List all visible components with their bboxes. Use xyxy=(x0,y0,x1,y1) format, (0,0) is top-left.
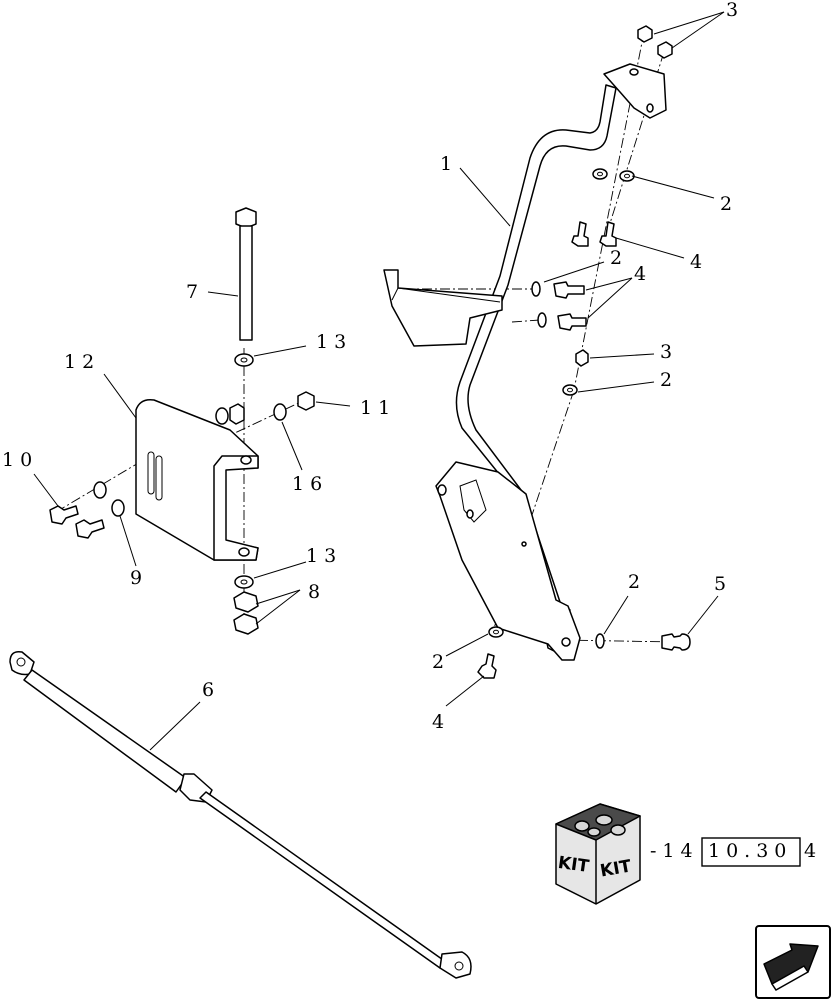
nut-icon xyxy=(233,591,259,613)
kit-ref-prefix: -14 xyxy=(650,840,699,862)
bolt-icon xyxy=(599,221,617,247)
washer-icon xyxy=(595,633,605,649)
nut-icon xyxy=(297,391,315,411)
callout-16: 16 xyxy=(292,473,328,495)
washer-icon xyxy=(562,384,578,396)
bolt-icon xyxy=(49,505,79,525)
bolt-icon xyxy=(477,653,497,679)
callout-4-lower: 4 xyxy=(432,711,450,733)
support-arm-part-1 xyxy=(383,63,667,661)
callout-1: 1 xyxy=(440,153,458,175)
washer-icon xyxy=(537,312,547,328)
nut-icon xyxy=(229,403,245,425)
bolt-icon xyxy=(553,281,585,299)
callout-2-lower-left: 2 xyxy=(432,651,450,673)
callout-10: 10 xyxy=(2,449,38,471)
washer-icon xyxy=(234,353,254,367)
callout-2-left: 2 xyxy=(610,247,628,269)
callout-11: 11 xyxy=(360,397,396,419)
callout-3-mid: 3 xyxy=(660,341,678,363)
kit-label-left: KIT xyxy=(557,853,591,877)
callout-13-bottom: 13 xyxy=(306,545,342,567)
washer-icon xyxy=(111,499,125,517)
washer-icon xyxy=(531,281,541,297)
long-bolt-icon xyxy=(235,207,257,229)
gas-strut-part-6 xyxy=(9,650,472,979)
callout-12: 12 xyxy=(64,351,100,373)
callout-4-upper: 4 xyxy=(690,251,708,273)
bolt-icon xyxy=(75,519,105,539)
bolt-icon xyxy=(571,221,589,247)
callout-4-mid: 4 xyxy=(634,263,652,285)
kit-ref-number: 10.30 xyxy=(708,840,792,862)
callout-3-top: 3 xyxy=(726,0,744,21)
bracket-hardware xyxy=(49,207,315,635)
callout-5: 5 xyxy=(714,573,732,595)
arm-hardware xyxy=(477,25,691,679)
kit-box-icon: KIT KIT xyxy=(555,803,641,905)
callout-2-mid: 2 xyxy=(660,369,678,391)
callout-13-top: 13 xyxy=(316,331,352,353)
kit-reference: KIT KIT -14 10.30 4 xyxy=(555,803,822,905)
callout-9: 9 xyxy=(130,567,148,589)
next-page-button[interactable] xyxy=(755,925,831,999)
nut-icon xyxy=(637,25,653,43)
washer-icon xyxy=(215,407,229,425)
washer-icon xyxy=(234,575,254,589)
kit-ref-suffix: 4 xyxy=(804,840,822,862)
callout-labels: 3 1 2 2 4 4 3 2 2 5 2 4 6 7 13 12 11 10 … xyxy=(2,0,744,733)
kit-ref-box xyxy=(701,837,801,867)
callout-8: 8 xyxy=(308,581,326,603)
washer-icon xyxy=(93,481,107,499)
callout-2-upper: 2 xyxy=(720,193,738,215)
washer-icon xyxy=(273,403,287,421)
nut-icon xyxy=(575,349,589,367)
nut-icon xyxy=(233,613,259,635)
washer-icon xyxy=(619,170,635,182)
washer-icon xyxy=(488,626,504,638)
bracket-part-12 xyxy=(135,398,259,561)
nut-icon xyxy=(657,41,673,59)
ball-stud-icon xyxy=(661,633,691,651)
leader-lines xyxy=(33,11,725,751)
callout-6: 6 xyxy=(202,679,220,701)
callout-2-lower-right: 2 xyxy=(628,571,646,593)
next-page-arrow-icon xyxy=(763,943,819,985)
washer-icon xyxy=(592,168,608,180)
callout-7: 7 xyxy=(186,281,204,303)
assembly-centerlines xyxy=(55,31,677,643)
bolt-icon xyxy=(557,313,587,331)
